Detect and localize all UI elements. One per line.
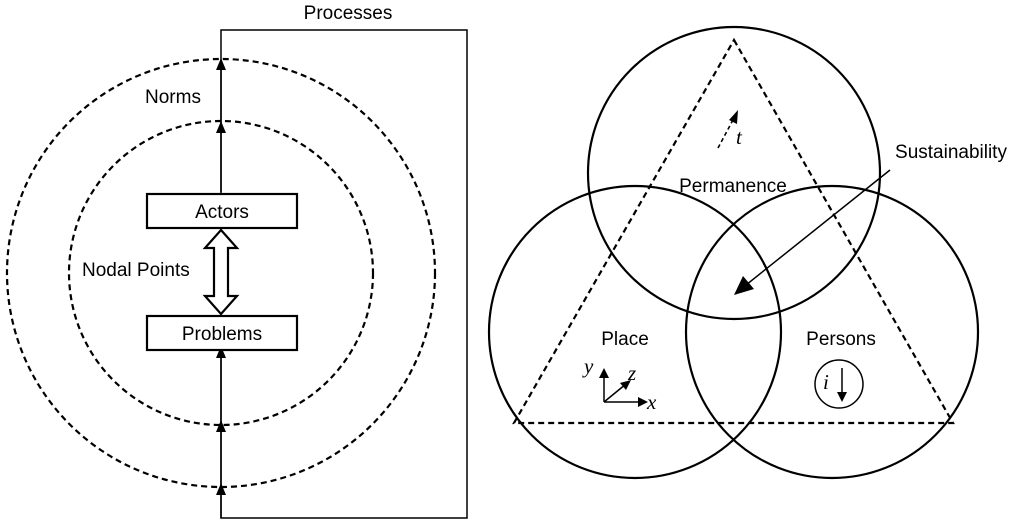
persons-circle (684, 184, 980, 480)
dashed-triangle (512, 37, 955, 425)
permanence-circle (586, 25, 882, 321)
time-symbol: t (736, 125, 743, 149)
place-circle (487, 184, 783, 480)
permanence-label: Permanence (679, 176, 787, 197)
problems-box (145, 314, 299, 352)
place-label: Place (601, 329, 649, 350)
time-arrow (717, 117, 735, 149)
process-arrow-3 (216, 346, 226, 358)
axis-x-label: x (646, 390, 657, 414)
nodal-points-label: Nodal Points (82, 260, 190, 281)
time-arrowhead (729, 110, 738, 124)
axis-z-label: z (627, 361, 636, 385)
sustainability-arrowhead (734, 276, 754, 295)
persons-label: Persons (806, 329, 876, 350)
double-headed-arrow (202, 228, 240, 316)
left-diagram: Actors Problems Processes Norms Nodal Po… (5, 3, 468, 519)
coordinate-axes-icon: x y z (582, 354, 657, 414)
norms-circle (5, 57, 437, 489)
process-arrow-4 (216, 420, 226, 432)
norms-label: Norms (145, 87, 201, 108)
process-arrow-1 (216, 58, 226, 70)
sustainability-label: Sustainability (895, 142, 1007, 163)
process-arrow-2 (216, 121, 226, 133)
nodal-points-circle (67, 119, 375, 427)
processes-frame (220, 29, 468, 519)
individual-icon: i (814, 359, 864, 409)
actors-label: Actors (195, 202, 249, 223)
individual-symbol: i (823, 370, 829, 394)
actors-box (145, 192, 299, 230)
problems-label: Problems (182, 324, 262, 345)
axis-y-label: y (582, 354, 594, 378)
processes-label: Processes (304, 3, 393, 24)
sustainability-pointer (745, 169, 891, 286)
process-arrow-5 (216, 483, 226, 495)
right-diagram: Permanence Place Persons Sustainability … (487, 25, 1007, 480)
